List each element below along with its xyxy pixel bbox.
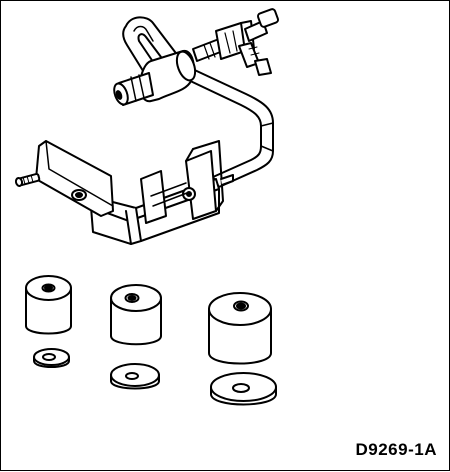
bracket-assembly xyxy=(14,8,280,245)
figure-code-label: D9269-1A xyxy=(355,440,437,459)
washer-small xyxy=(33,348,70,368)
piston-cylinder xyxy=(113,49,197,106)
clamp-block xyxy=(140,140,234,224)
bracket-end-plate xyxy=(14,140,114,217)
washer-medium xyxy=(110,363,160,390)
bushing-medium xyxy=(110,284,162,346)
air-valve-fitting xyxy=(192,8,280,76)
bushing-large xyxy=(208,292,272,365)
left-stud xyxy=(14,172,41,187)
washer-large xyxy=(210,372,277,406)
bushing-small xyxy=(25,275,72,335)
